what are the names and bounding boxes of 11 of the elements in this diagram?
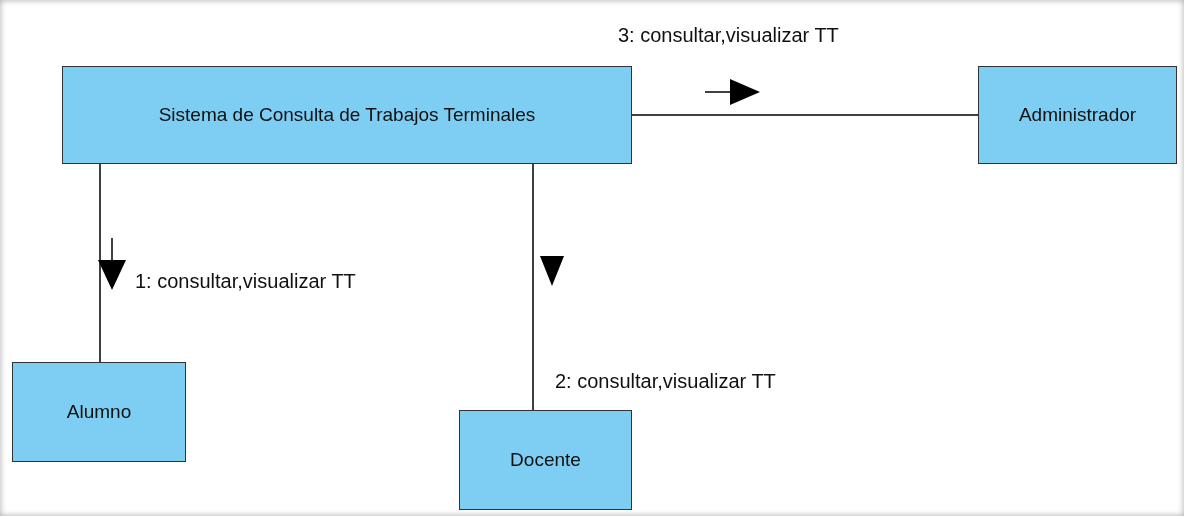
edge-label: 2: consultar,visualizar TT [553,370,778,393]
edge-label: 3: consultar,visualizar TT [616,24,841,47]
node-label: Sistema de Consulta de Trabajos Terminales [158,104,536,126]
node-label: Administrador [1018,104,1137,126]
node-label: Docente [510,449,581,471]
class-box [12,362,186,462]
edge-label: 1: consultar,visualizar TT [133,270,358,293]
node-label: Alumno [66,401,132,423]
class-box [62,66,632,164]
class-box [978,66,1177,164]
class-box [459,410,632,510]
